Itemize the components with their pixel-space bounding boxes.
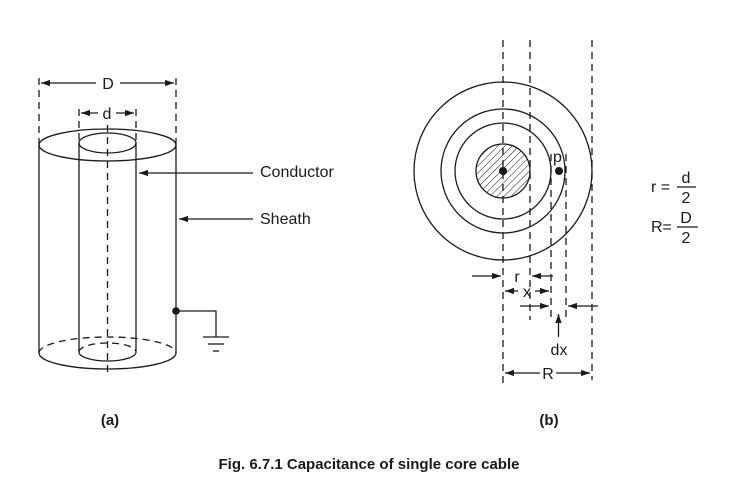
ground-icon — [172, 307, 229, 352]
x-label: x — [523, 284, 531, 301]
subfigure-b-label: (b) — [539, 412, 558, 429]
center-point — [499, 167, 507, 175]
sheath-bottom-hidden-arc — [38, 336, 177, 354]
R-label: R — [542, 366, 554, 383]
formula-r-denominator: 2 — [682, 190, 691, 207]
outer-diameter-label: D — [102, 76, 114, 93]
formula-r-lhs: r = — [651, 179, 670, 196]
formula-R-numerator: D — [680, 210, 692, 227]
formula-R-denominator: 2 — [682, 230, 691, 247]
conductor-label: Conductor — [260, 164, 334, 181]
formula-R-lhs: R= — [651, 219, 672, 236]
element-outer-circle — [440, 108, 566, 234]
inner-diameter-label: d — [103, 106, 112, 123]
conductor-bottom-hidden-arc — [78, 342, 137, 353]
sheath-label: Sheath — [260, 211, 311, 228]
dx-label: dx — [551, 342, 568, 359]
r-label: r — [514, 269, 520, 286]
point-p-label: p — [553, 149, 562, 166]
element-inner-circle — [454, 122, 552, 220]
formula-r: r = d 2 — [651, 170, 696, 207]
figure-caption: Fig. 6.7.1 Capacitance of single core ca… — [219, 456, 520, 473]
point-p-dot — [555, 167, 563, 175]
subfigure-a-label: (a) — [101, 412, 119, 429]
formula-R: R= D 2 — [651, 210, 698, 247]
cable-cylinder-figure: D d Conductor Sheath (a) — [38, 76, 334, 429]
cable-cross-section-figure: p r x dx R (b) — [413, 40, 598, 429]
sheath-top-ellipse — [38, 128, 177, 162]
formula-r-numerator: d — [682, 170, 691, 187]
radius-formulas: r = d 2 R= D 2 — [651, 170, 698, 247]
conductor-bottom-front-arc — [78, 351, 137, 362]
sheath-circle — [413, 81, 593, 261]
